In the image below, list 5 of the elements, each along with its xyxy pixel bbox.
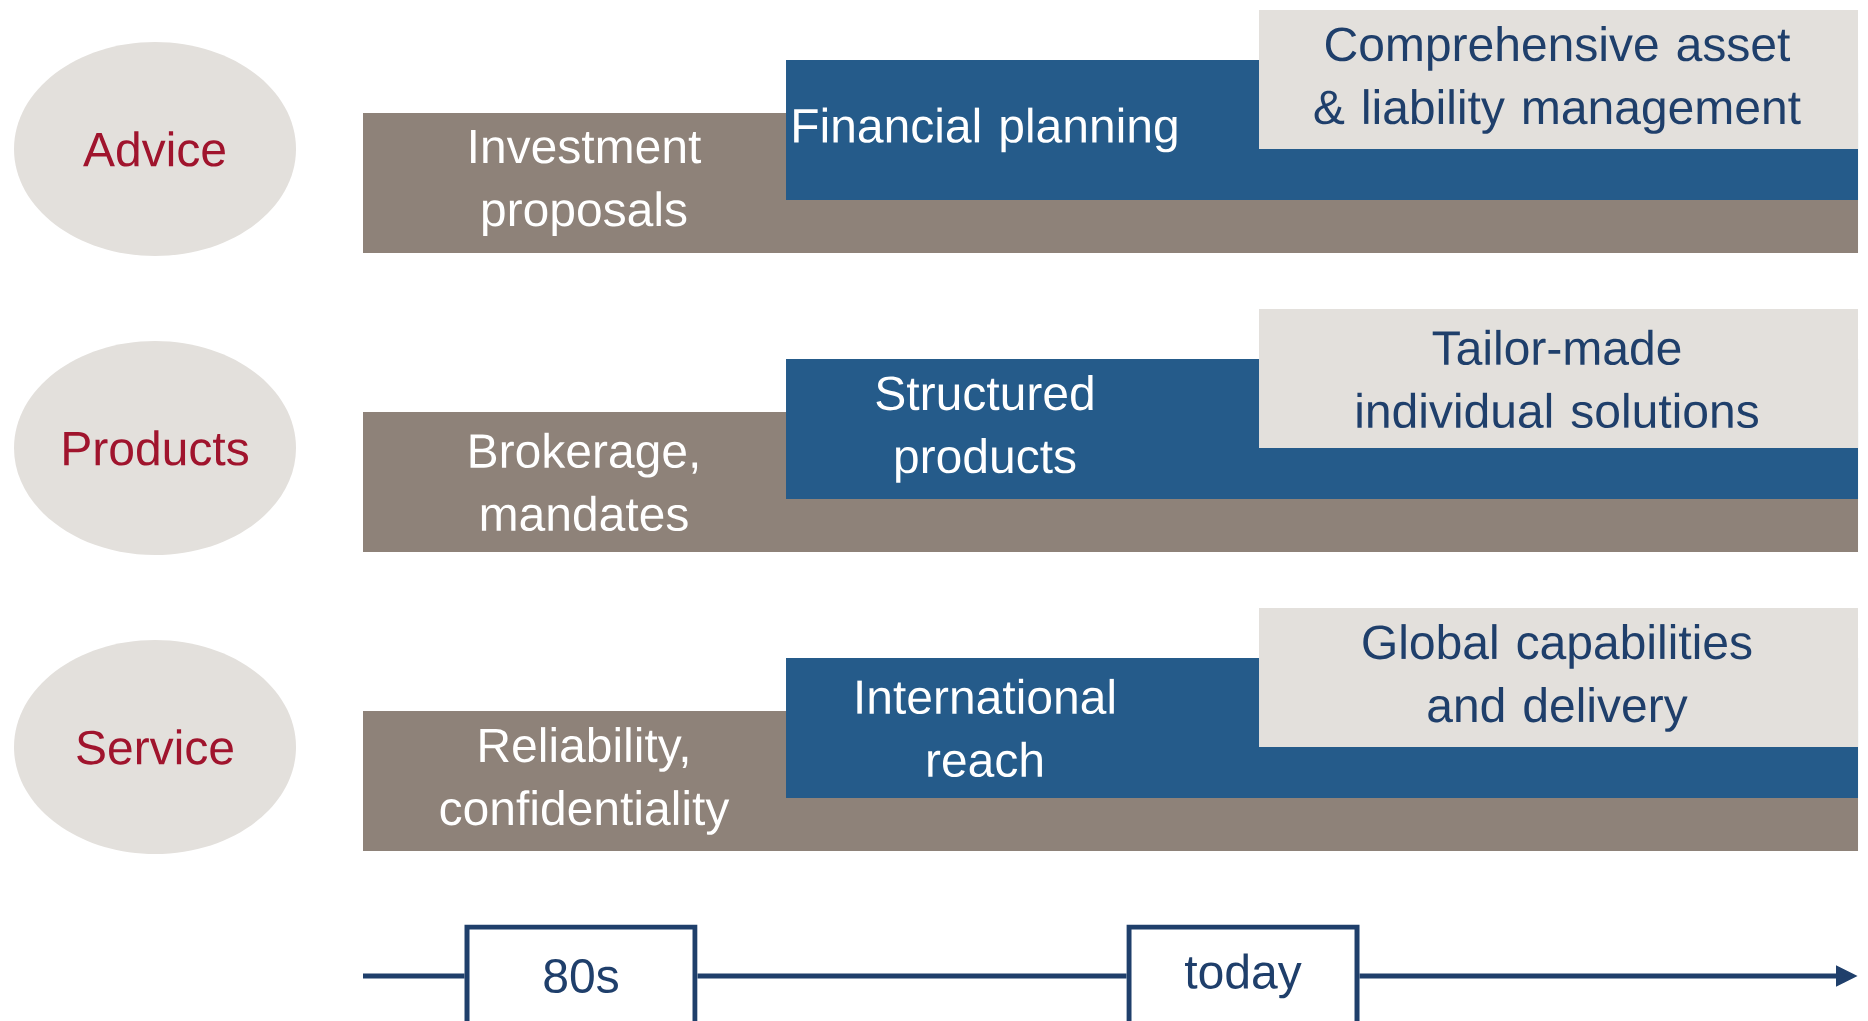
stage-bar: Global capabilities and delivery [1259, 608, 1858, 747]
stage-bar: Comprehensive asset & liability management [1259, 10, 1858, 149]
stage-bar: Tailor-made individual solutions [1259, 309, 1858, 448]
period-box: 80s [464, 924, 698, 1021]
period-box: today [1126, 924, 1360, 1021]
